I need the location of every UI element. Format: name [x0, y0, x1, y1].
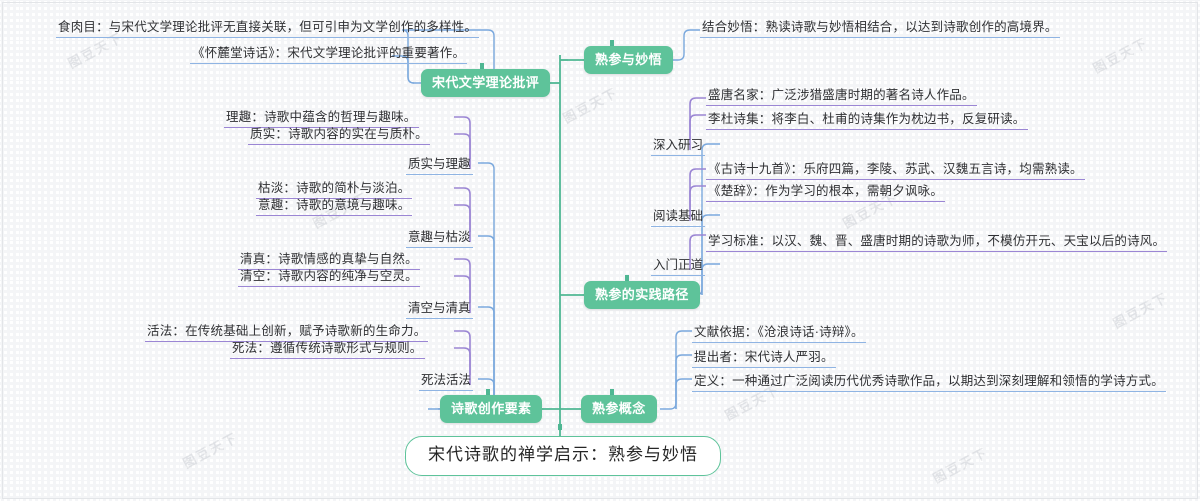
branch-song-criticism[interactable]: 宋代文学理论批评: [421, 69, 551, 97]
root-node[interactable]: 宋代诗歌的禅学启示：熟参与妙悟: [405, 436, 721, 476]
leaf-xuexi-biaozhun: 学习标准：以汉、魏、晋、盛唐时期的诗歌为师，不模仿开元、天宝以后的诗风。: [706, 232, 1168, 252]
leaf-jiehe-miaowu: 结合妙悟：熟读诗歌与妙悟相结合，以达到诗歌创作的高境界。: [700, 18, 1060, 38]
branch-practice-path[interactable]: 熟参的实践路径: [584, 281, 700, 309]
subbranch-zhishi-liqu[interactable]: 质实与理趣: [406, 155, 473, 175]
leaf-dingyi: 定义：一种通过广泛阅读历代优秀诗歌作品，以期达到深刻理解和领悟的学诗方式。: [692, 372, 1166, 392]
subbranch-right-entry[interactable]: 入门正道: [651, 256, 706, 276]
leaf-gushi-shijiushou: 《古诗十九首》：乐府四篇，李陵、苏武、汉魏五言诗，均需熟读。: [706, 160, 1085, 180]
subbranch-sifa-huofa[interactable]: 死法活法: [419, 371, 474, 391]
leaf-huailutang-shihua: 《怀麓堂诗话》：宋代文学理论批评的重要著作。: [190, 44, 468, 64]
leaf-sifa: 死法：遵循传统诗歌形式与规则。: [230, 339, 425, 359]
leaf-zhishi: 质实：诗歌内容的实在与质朴。: [248, 125, 430, 145]
branch-poetry-elements[interactable]: 诗歌创作要素: [440, 395, 543, 423]
leaf-wenxian-yiju: 文献依据：《沧浪诗话·诗辩》。: [692, 323, 866, 343]
leaf-liqu: 理趣：诗歌中蕴含的哲理与趣味。: [224, 108, 419, 128]
leaf-qingzhen: 清真：诗歌情感的真挚与自然。: [238, 250, 420, 270]
leaf-lidu-shiji: 李杜诗集：将李白、杜甫的诗集作为枕边书，反复研读。: [706, 110, 1028, 130]
branch-shucan-miaowu[interactable]: 熟参与妙悟: [584, 46, 674, 74]
branch-shucan-concept[interactable]: 熟参概念: [581, 395, 657, 423]
leaf-yiqu: 意趣：诗歌的意境与趣味。: [256, 196, 413, 216]
subbranch-qingkong-qingzhen[interactable]: 清空与清真: [406, 299, 473, 319]
subbranch-yiqu-kudan[interactable]: 意趣与枯淡: [406, 228, 473, 248]
leaf-chuci: 《楚辞》：作为学习的根本，需朝夕讽咏。: [706, 182, 946, 202]
leaf-shiroumu: 食肉目：与宋代文学理论批评无直接关联，但可引申为文学创作的多样性。: [56, 18, 480, 38]
subbranch-reading-base[interactable]: 阅读基础: [651, 207, 706, 227]
subbranch-deep-study[interactable]: 深入研习: [651, 136, 706, 156]
leaf-huofa: 活法：在传统基础上创新，赋予诗歌新的生命力。: [145, 322, 429, 342]
leaf-tichuzhe: 提出者：宋代诗人严羽。: [692, 348, 836, 368]
leaf-shengtang-mingjia: 盛唐名家：广泛涉猎盛唐时期的著名诗人作品。: [706, 86, 977, 106]
leaf-kudan: 枯淡：诗歌的简朴与淡泊。: [256, 179, 413, 199]
leaf-qingkong: 清空：诗歌内容的纯净与空灵。: [238, 267, 420, 287]
